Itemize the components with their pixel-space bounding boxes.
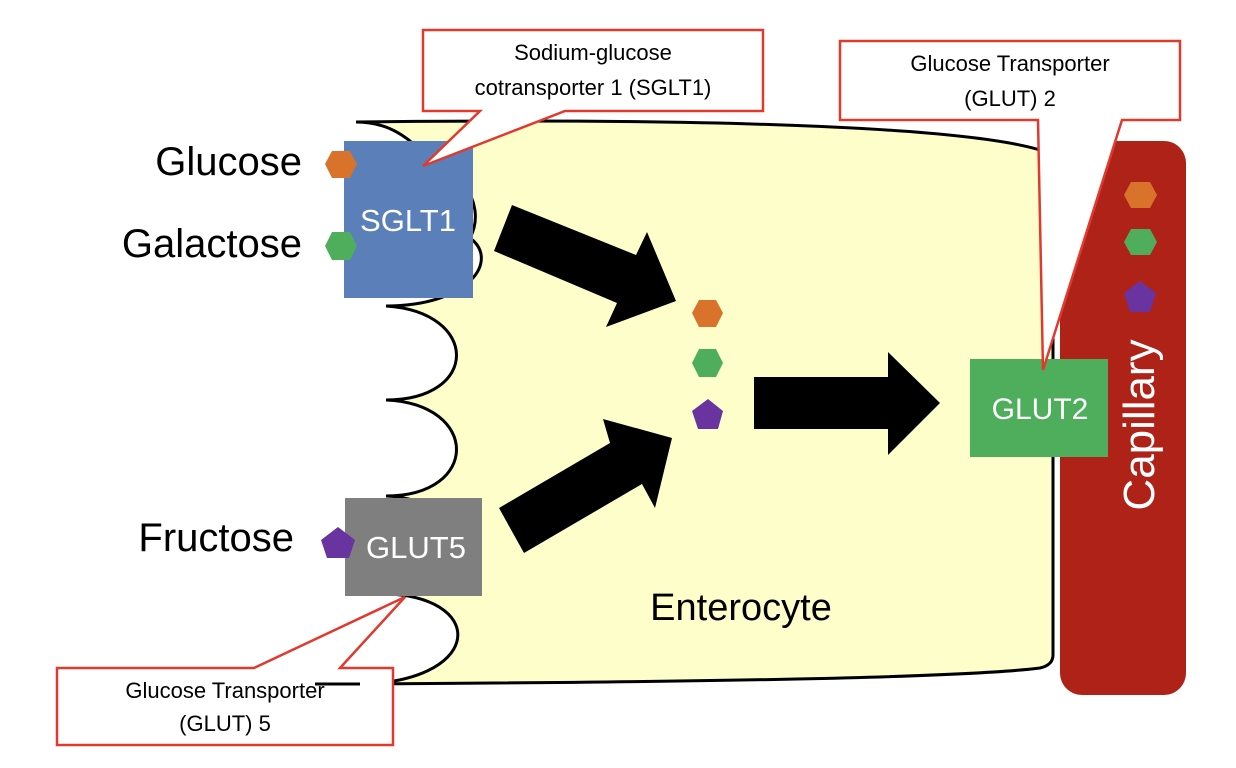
arrow-glut5-to-cytosol-icon (499, 419, 672, 553)
glut5-callout-line2: (GLUT) 5 (179, 711, 271, 736)
glut2-callout-line1: Glucose Transporter (910, 51, 1109, 76)
capillary-fructose-icon (1124, 281, 1156, 312)
fructose-label: Fructose (138, 516, 294, 560)
glut2-callout (838, 39, 1182, 371)
arrow-sglt1-to-cytosol-icon (494, 205, 676, 327)
sglt1-callout (421, 28, 765, 168)
capillary-label: Capillary (1115, 339, 1164, 510)
glut2-label: GLUT2 (992, 393, 1089, 426)
sglt1-callout-line2: cotransporter 1 (SGLT1) (475, 75, 712, 100)
glucose-label: Glucose (155, 140, 302, 184)
capillary-galactose-icon (1124, 229, 1157, 255)
glut5-callout-line1: Glucose Transporter (125, 678, 324, 703)
sglt1-transporter[interactable] (344, 141, 473, 298)
sglt1-label: SGLT1 (360, 203, 456, 238)
cytosol-galactose-icon (692, 349, 723, 377)
glut2-callout-line2: (GLUT) 2 (964, 86, 1056, 111)
arrow-cytosol-to-glut2-icon (754, 352, 940, 455)
glut2-transporter[interactable] (970, 359, 1108, 457)
glut5-transporter[interactable] (345, 498, 482, 596)
lumen-galactose-icon (325, 232, 357, 260)
lumen-glucose-icon (325, 151, 357, 178)
capillary-vessel (1060, 141, 1186, 695)
cytosol-fructose-icon (692, 399, 723, 429)
cytosol-glucose-icon (692, 300, 723, 327)
sglt1-callout-line1: Sodium-glucose (514, 40, 672, 65)
glut5-callout (55, 595, 406, 747)
glut5-label: GLUT5 (366, 530, 466, 565)
enterocyte-label: Enterocyte (650, 587, 832, 629)
lumen-fructose-icon (321, 527, 355, 558)
galactose-label: Galactose (122, 222, 302, 266)
capillary-glucose-icon (1124, 182, 1157, 208)
